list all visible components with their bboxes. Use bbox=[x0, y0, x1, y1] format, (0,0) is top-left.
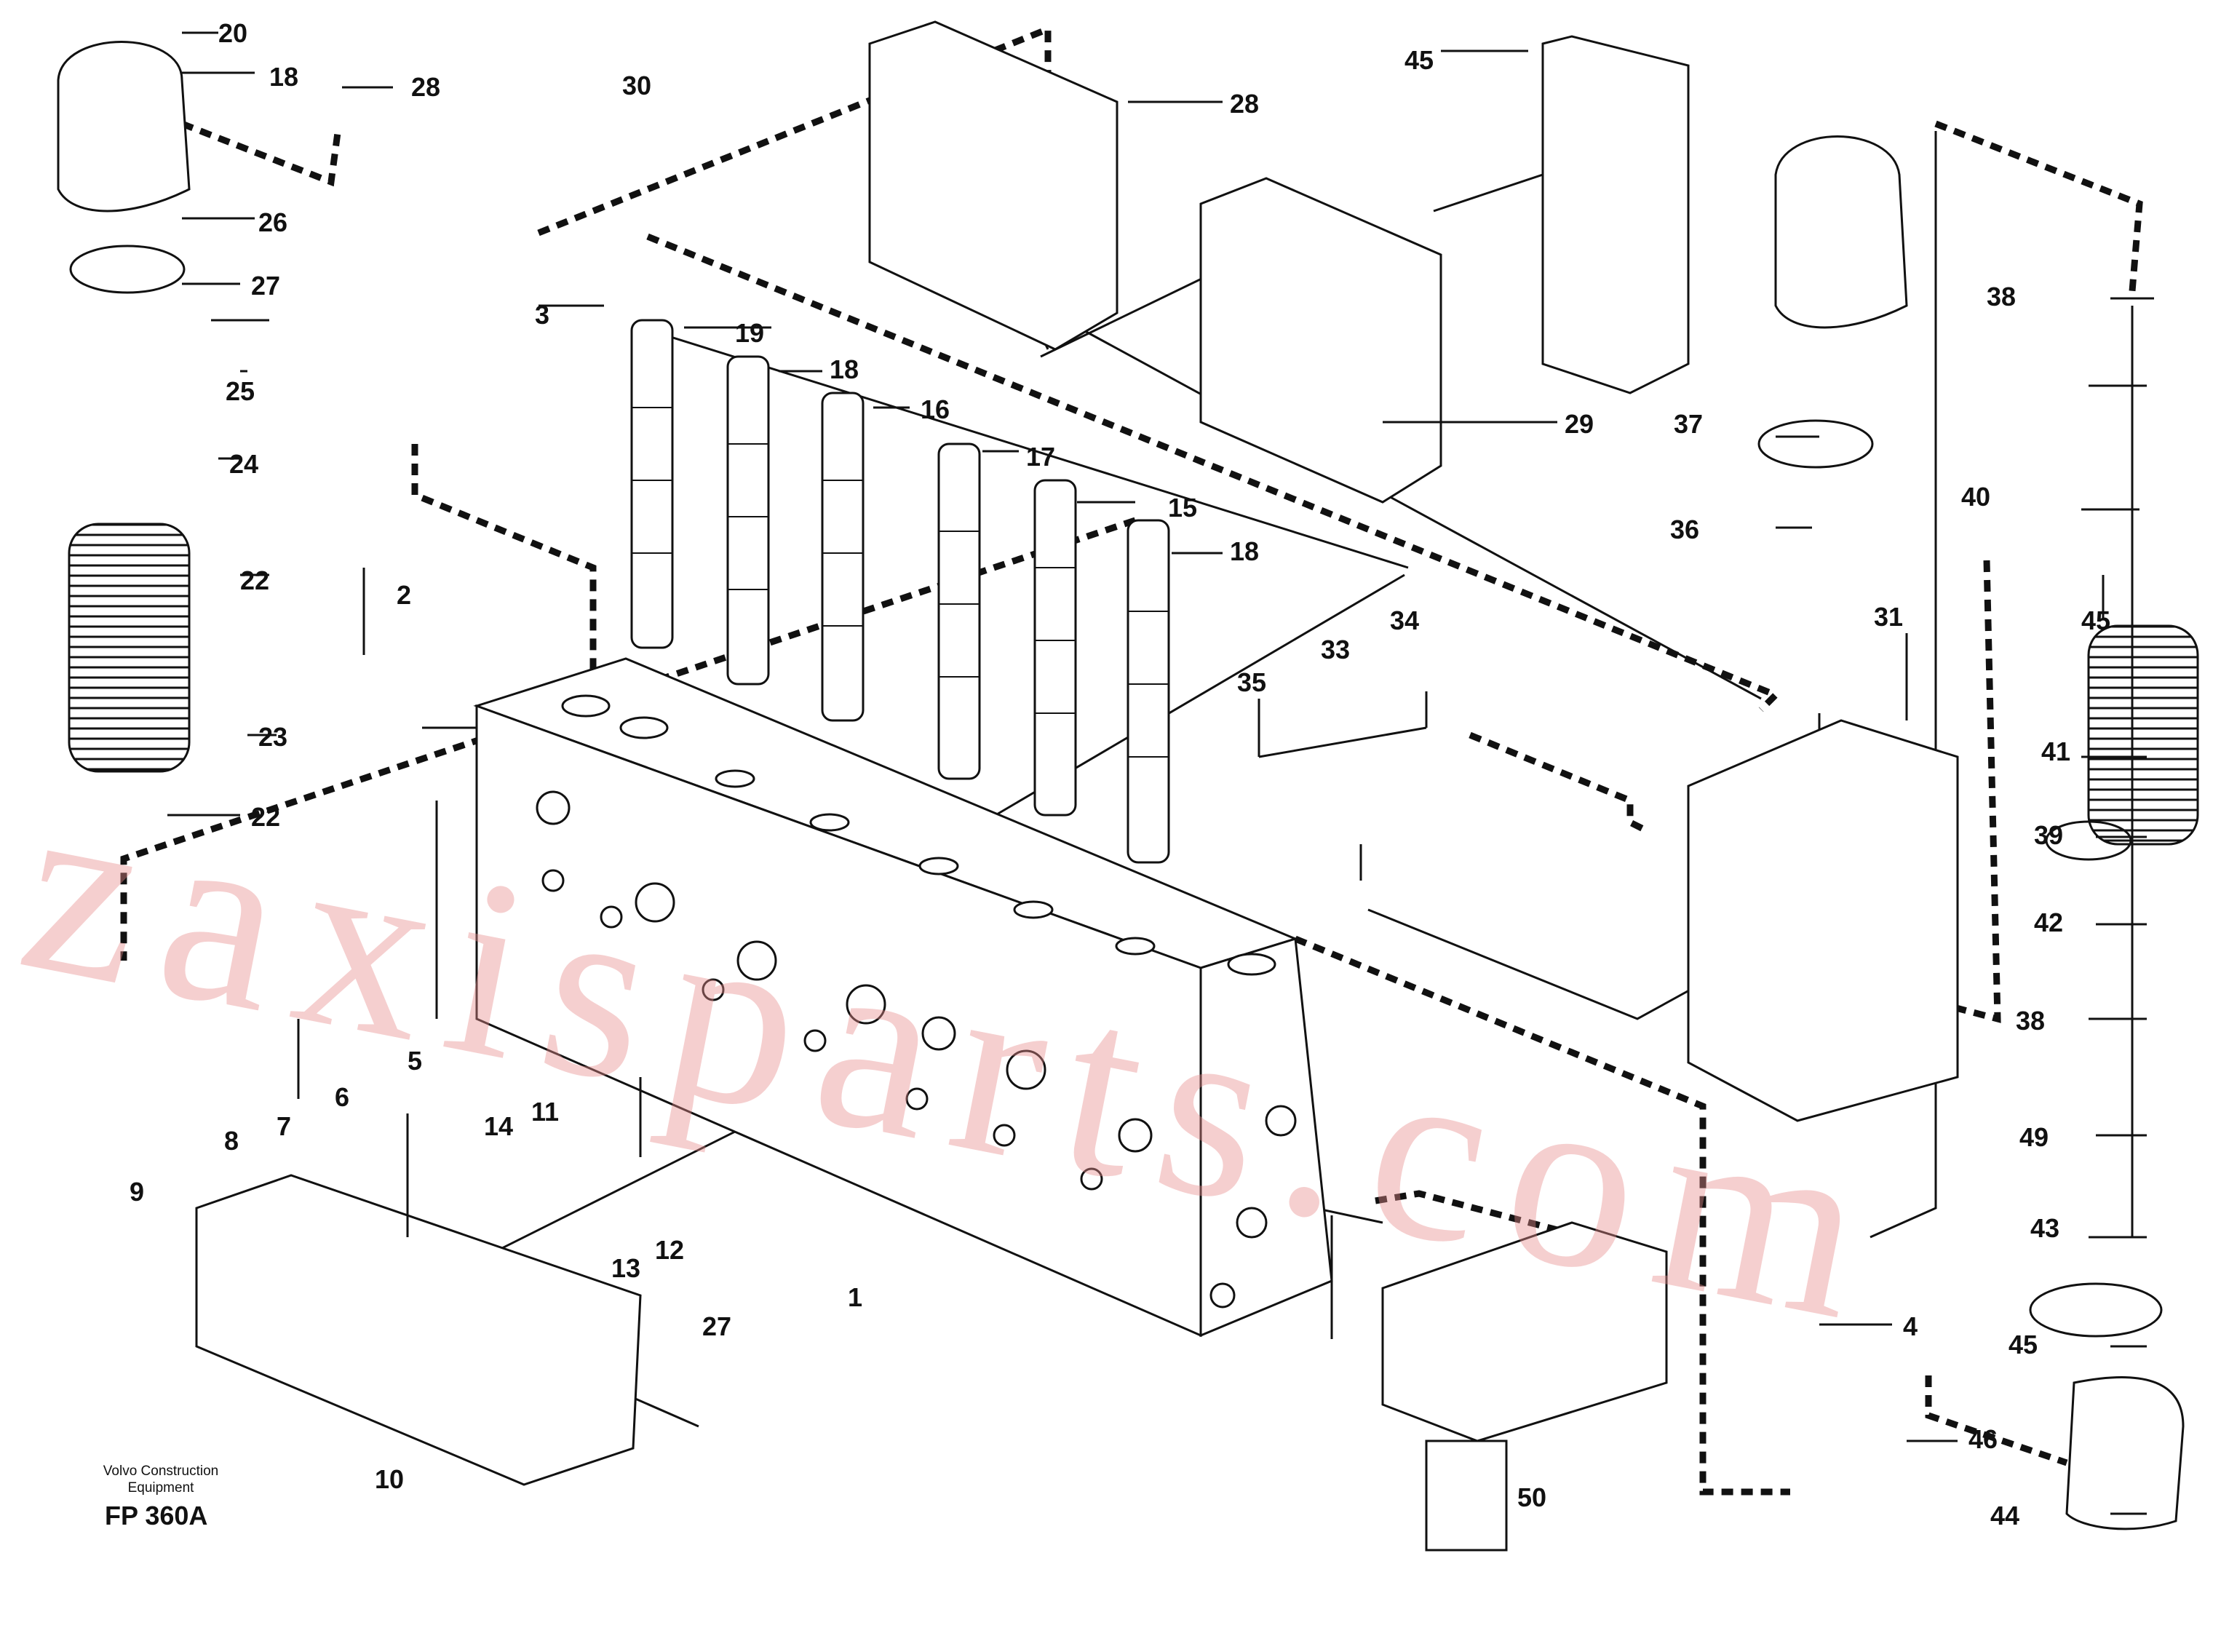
callout-leaders bbox=[167, 31, 2154, 1515]
callout-28: 28 bbox=[411, 72, 440, 102]
callout-21: 20 bbox=[218, 18, 247, 48]
callout-8: 8 bbox=[224, 1126, 239, 1156]
callout-22b: 22 bbox=[251, 802, 280, 832]
callout-47: 49 bbox=[2019, 1122, 2049, 1152]
figure-code: FP 360A bbox=[105, 1501, 208, 1530]
callout-24: 24 bbox=[229, 449, 258, 479]
callout-18b: 18 bbox=[1230, 536, 1259, 566]
callout-10: 10 bbox=[375, 1464, 404, 1494]
callout-6: 6 bbox=[335, 1082, 349, 1112]
callout-labels: 20 18 28 26 27 25 24 22 23 22 9 8 7 6 5 … bbox=[130, 18, 2110, 1530]
callout-35a: 35 bbox=[1237, 667, 1266, 697]
callout-48: 45 bbox=[2081, 605, 2110, 635]
callout-33: 31 bbox=[1874, 602, 1903, 632]
callout-41: 41 bbox=[2041, 736, 2070, 766]
callout-11: 11 bbox=[531, 1097, 559, 1127]
callout-35b: 34 bbox=[1390, 605, 1419, 635]
callout-43: 43 bbox=[2030, 1213, 2059, 1243]
main-valve-block bbox=[473, 657, 1333, 1338]
callout-12: 12 bbox=[655, 1235, 684, 1265]
callout-19: 18 bbox=[830, 354, 859, 384]
callout-49: 45 bbox=[1404, 45, 1434, 75]
callout-16: 16 bbox=[921, 394, 950, 424]
callout-46: 46 bbox=[1968, 1424, 1998, 1454]
callout-29: 27 bbox=[702, 1311, 731, 1341]
callout-23: 23 bbox=[258, 722, 287, 752]
callout-42: 42 bbox=[2034, 908, 2063, 937]
callout-31: 29 bbox=[1565, 409, 1594, 439]
callout-50: 50 bbox=[1517, 1482, 1546, 1512]
callout-34: 33 bbox=[1321, 635, 1350, 664]
callout-4: 4 bbox=[1903, 1311, 1918, 1341]
callout-32: 30 bbox=[622, 71, 651, 100]
manufacturer-line-2: Equipment bbox=[127, 1480, 194, 1496]
callout-37: 37 bbox=[1674, 409, 1703, 439]
callout-20: 19 bbox=[735, 318, 764, 348]
callout-14: 14 bbox=[484, 1111, 513, 1141]
callout-44: 44 bbox=[1990, 1501, 2019, 1530]
callout-17: 17 bbox=[1026, 442, 1055, 472]
callout-2: 2 bbox=[397, 580, 411, 610]
callout-39: 39 bbox=[2034, 820, 2063, 850]
callout-9: 9 bbox=[130, 1177, 144, 1207]
manufacturer-label: Volvo Construction Equipment bbox=[70, 1463, 252, 1496]
callout-38a: 38 bbox=[1987, 282, 2016, 311]
callout-18a: 18 bbox=[269, 62, 298, 92]
callout-7: 7 bbox=[277, 1111, 291, 1141]
callout-3: 3 bbox=[535, 300, 549, 330]
callout-13: 13 bbox=[611, 1253, 640, 1283]
callout-38b: 38 bbox=[2016, 1006, 2045, 1036]
callout-27: 27 bbox=[251, 271, 280, 301]
spools bbox=[630, 319, 1170, 864]
footer: Volvo Construction Equipment FP 360A bbox=[70, 1463, 252, 1531]
section-blocks bbox=[57, 20, 2199, 1552]
callout-15: 15 bbox=[1168, 493, 1197, 523]
callout-45: 45 bbox=[2009, 1330, 2038, 1359]
callout-36: 36 bbox=[1670, 515, 1699, 544]
callout-40: 40 bbox=[1961, 482, 1990, 512]
callout-30: 28 bbox=[1230, 89, 1259, 119]
callout-26: 26 bbox=[258, 207, 287, 237]
callout-22a: 22 bbox=[240, 565, 269, 595]
callout-1: 1 bbox=[848, 1282, 862, 1312]
callout-25: 25 bbox=[226, 376, 255, 406]
manufacturer-line-1: Volvo Construction bbox=[103, 1464, 219, 1479]
callout-5: 5 bbox=[408, 1046, 422, 1076]
